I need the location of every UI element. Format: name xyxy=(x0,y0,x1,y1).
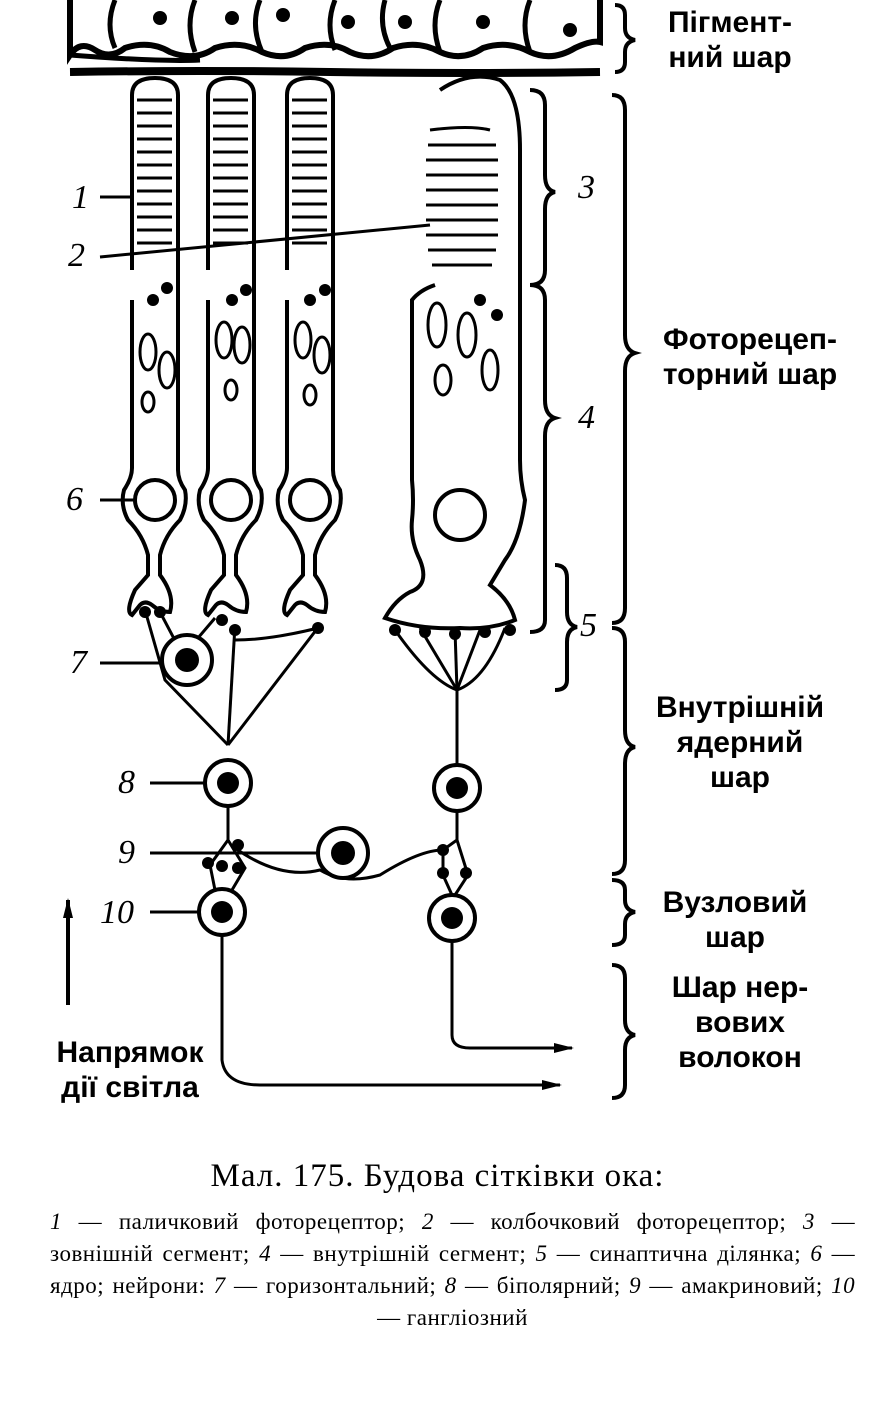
neuron-connections xyxy=(208,806,574,1090)
pigment-cells xyxy=(107,0,533,54)
cone-photoreceptor xyxy=(382,74,528,631)
number-5: 5 xyxy=(580,607,597,644)
number-6: 6 xyxy=(66,481,83,518)
number-7: 7 xyxy=(70,644,87,681)
label-leaders xyxy=(99,195,431,914)
label-ganglion-layer: Вузловий шар xyxy=(662,886,808,954)
bipolar-neuron xyxy=(203,758,482,813)
pigment-layer xyxy=(67,0,603,77)
ganglion-neuron xyxy=(197,887,477,943)
number-9: 9 xyxy=(118,834,135,871)
number-2: 2 xyxy=(68,237,85,274)
rod-photoreceptor xyxy=(196,75,264,618)
number-4: 4 xyxy=(578,399,595,436)
number-8: 8 xyxy=(118,764,135,801)
label-photoreceptor-layer: Фоторецеп- торний шар xyxy=(662,323,838,391)
number-1: 1 xyxy=(72,179,89,216)
rod-organelles xyxy=(138,320,332,414)
rod-dots xyxy=(147,282,331,306)
caption-legend: 1 — паличковий фоторецептор; 2 — колбочк… xyxy=(50,1209,856,1330)
number-10: 10 xyxy=(100,894,134,931)
amacrine-neuron xyxy=(316,826,370,880)
pigment-nuclei xyxy=(153,8,577,37)
cone-dots xyxy=(474,294,503,321)
synapse-terminals xyxy=(139,606,516,640)
rod-photoreceptor xyxy=(275,75,343,618)
neuron-terminals xyxy=(202,839,472,879)
caption-title: Мал. 175. Будова сітківки ока: xyxy=(210,1158,665,1194)
horizontal-neuron xyxy=(160,633,214,687)
label-inner-nuclear-layer: Внутрішній ядерний шар xyxy=(655,691,825,794)
number-3: 3 xyxy=(578,169,595,206)
label-light-direction: Напрямок дії світла xyxy=(56,1036,204,1104)
synapse-connections xyxy=(143,609,507,765)
label-pigment-layer: Пігмент- ний шар xyxy=(667,6,793,74)
layer-braces xyxy=(529,3,642,1100)
label-nerve-fiber-layer: Шар нер- вових волокон xyxy=(671,971,809,1074)
retina-diagram xyxy=(63,0,642,1100)
